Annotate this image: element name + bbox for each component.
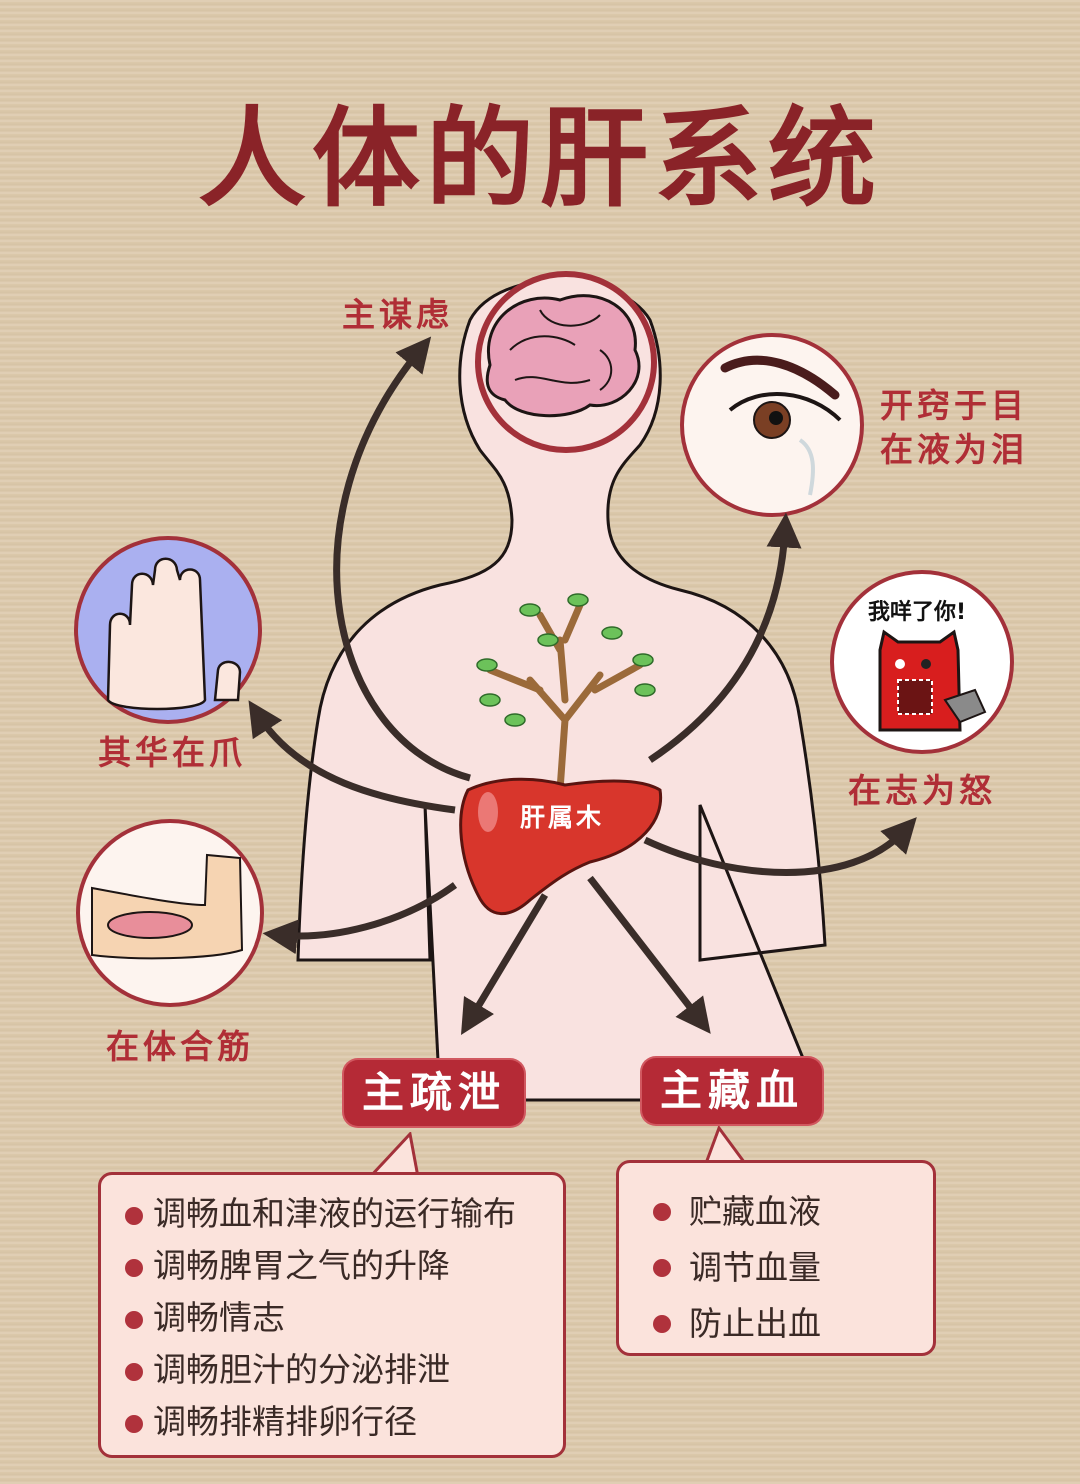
label-tendons: 在体合筋	[106, 1027, 254, 1066]
liver-icon	[459, 777, 663, 916]
arrow-to-brain	[333, 336, 471, 782]
list-item: 调畅情志	[125, 1291, 285, 1339]
function-title-cangxue: 主藏血	[642, 1058, 822, 1124]
label-eye-line2: 在液为泪	[880, 430, 1028, 469]
fingers-icon	[74, 536, 262, 724]
bubble-pointer	[370, 1132, 420, 1177]
label-anger: 在志为怒	[848, 771, 996, 810]
eye-icon	[680, 333, 864, 517]
arrow-to-cangxue	[587, 875, 711, 1034]
angry-monster-icon	[830, 570, 1014, 754]
function-title-shuxie: 主疏泄	[344, 1060, 524, 1126]
label-eye-line1: 开窍于目	[880, 386, 1028, 425]
page-title: 人体的肝系统	[197, 97, 882, 222]
bullet-dot	[125, 1415, 143, 1433]
bubble-cangxue: 贮藏血液 调节血量 防止出血	[616, 1160, 936, 1356]
arm-muscle-icon	[76, 819, 264, 1007]
bubble-shuxie: 调畅血和津液的运行输布 调畅脾胃之气的升降 调畅情志 调畅胆汁的分泌排泄 调畅排…	[98, 1172, 566, 1458]
bullet-dot	[653, 1315, 671, 1333]
list-item: 调畅胆汁的分泌排泄	[125, 1343, 450, 1391]
arrow-to-shuxie	[460, 893, 549, 1036]
arrow-to-eye	[648, 512, 802, 763]
bullet-dot	[653, 1259, 671, 1277]
list-item: 贮藏血液	[653, 1185, 821, 1233]
liver-label: 肝属木	[520, 803, 605, 832]
speech-text: 我咩了你!	[868, 600, 967, 625]
arrow-to-tendons	[262, 882, 458, 955]
bullet-dot	[125, 1207, 143, 1225]
arrow-to-nails	[248, 700, 456, 814]
list-item: 调畅脾胃之气的升降	[125, 1239, 450, 1287]
bullet-dot	[125, 1259, 143, 1277]
list-item: 防止出血	[653, 1297, 821, 1345]
list-item: 调节血量	[653, 1241, 821, 1289]
list-item: 调畅血和津液的运行输布	[125, 1187, 516, 1235]
bullet-dot	[125, 1363, 143, 1381]
bullet-dot	[653, 1203, 671, 1221]
arrow-to-anger	[643, 817, 917, 876]
arrows	[248, 336, 917, 1036]
brain-icon	[475, 271, 657, 453]
list-item: 调畅排精排卵行径	[125, 1395, 417, 1443]
bullet-dot	[125, 1311, 143, 1329]
tree-icon	[476, 593, 656, 794]
label-brain: 主谋虑	[342, 295, 453, 334]
bubble-pointer	[705, 1126, 749, 1166]
label-nails: 其华在爪	[98, 733, 246, 772]
